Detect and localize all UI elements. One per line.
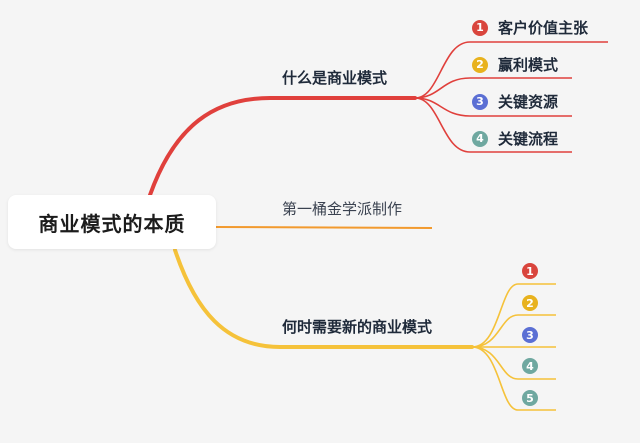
branch-1-connector [148, 96, 417, 197]
branch-1-child-3[interactable]: 3 关键资源 [472, 91, 558, 112]
branch-1-child-1-label: 客户价值主张 [498, 19, 589, 37]
branch-3-child-3[interactable]: 3 [522, 327, 538, 343]
branch-3-child-2-connector [471, 314, 556, 348]
root-node-label: 商业模式的本质 [38, 211, 186, 236]
branch-1-child-4-connector [414, 97, 572, 153]
branch-1-child-3-connector [414, 97, 572, 117]
branch-3-child-1-connector [471, 283, 556, 348]
branch-3-child-5[interactable]: 5 [522, 390, 538, 406]
branch-1-child-3-label: 关键资源 [498, 93, 559, 111]
branch-1-child-2-label: 赢利模式 [498, 56, 559, 74]
number-3-badge-icon: 3 [522, 327, 538, 343]
branch-2-label[interactable]: 第一桶金学派制作 [282, 200, 403, 218]
branch-3-child-4[interactable]: 4 [522, 358, 538, 374]
branch-1-label[interactable]: 什么是商业模式 [282, 69, 388, 87]
branch-1-child-1-connector [414, 41, 608, 99]
number-2-badge-icon: 2 [472, 56, 488, 73]
branch-1-child-2-connector [414, 77, 572, 99]
branch-1-child-4-label: 关键流程 [498, 130, 559, 148]
number-1-badge-icon: 1 [522, 263, 538, 279]
number-5-badge-icon: 5 [522, 390, 538, 406]
branch-2-connector [215, 226, 433, 229]
root-node[interactable]: 商业模式的本质 [8, 195, 216, 249]
branch-3-child-2[interactable]: 2 [522, 295, 538, 311]
number-3-badge-icon: 3 [472, 93, 488, 110]
number-1-badge-icon: 1 [472, 19, 488, 36]
branch-3-child-4-connector [471, 346, 556, 380]
branch-1-child-4[interactable]: 4 关键流程 [472, 128, 558, 149]
branch-1-child-2[interactable]: 2 赢利模式 [472, 54, 558, 75]
branch-3-child-1[interactable]: 1 [522, 263, 538, 279]
branch-3-connector [173, 248, 474, 349]
branch-3-label[interactable]: 何时需要新的商业模式 [282, 318, 433, 336]
branch-3-child-5-connector [471, 346, 556, 411]
number-2-badge-icon: 2 [522, 295, 538, 311]
number-4-badge-icon: 4 [522, 358, 538, 374]
branch-1-child-1[interactable]: 1 客户价值主张 [472, 17, 588, 38]
number-4-badge-icon: 4 [472, 130, 488, 147]
